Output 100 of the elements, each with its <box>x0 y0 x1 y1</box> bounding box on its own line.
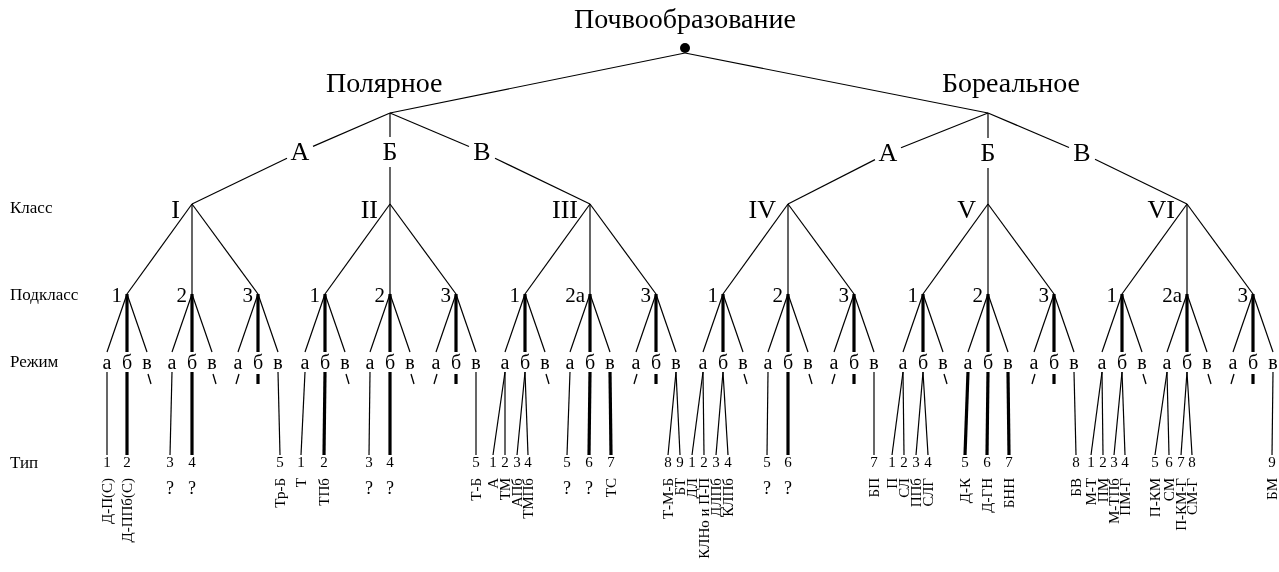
regime-letter: в <box>605 351 615 373</box>
tree-branch-line <box>922 371 929 456</box>
unknown-type-mark: ? <box>385 479 395 497</box>
type-number: 3 <box>165 455 175 470</box>
subclass-label: 2 <box>374 283 385 307</box>
type-number: 8 <box>1187 455 1197 470</box>
regime-letter: в <box>540 351 550 373</box>
regime-letter: в <box>471 351 481 373</box>
subclass-label: 1 <box>707 283 718 307</box>
regime-letter: б <box>717 351 729 373</box>
type-number: 3 <box>1109 455 1119 470</box>
regime-letter: б <box>782 351 794 373</box>
tree-branch-line <box>589 203 657 295</box>
tree-branch-line <box>389 112 391 138</box>
regime-letter: б <box>1116 351 1128 373</box>
soil-type-code: ПМ-Г <box>1119 478 1131 516</box>
regime-letter: в <box>405 351 415 373</box>
row-heading: Класс <box>10 199 53 217</box>
soil-type-code: КЛНо и П-П <box>698 478 710 559</box>
type-number: 1 <box>687 455 697 470</box>
subclass-label: 2 <box>972 283 983 307</box>
subclass-label: 3 <box>1038 283 1049 307</box>
soil-type-code: СЛГ <box>922 478 934 507</box>
soil-type-code: Д-ППб(С) <box>121 478 133 543</box>
tree-branch-line <box>126 203 193 295</box>
regime-letter: а <box>300 351 310 373</box>
tree-branch-line <box>454 294 458 352</box>
unknown-type-mark: ? <box>584 479 594 497</box>
tree-branch-line <box>1121 203 1188 295</box>
tree-branch-line <box>587 371 592 456</box>
tree-branch-line <box>654 294 658 352</box>
type-number: 2 <box>699 455 709 470</box>
tree-branch-line <box>389 203 457 295</box>
tree-branch-line <box>987 112 1070 149</box>
soil-type-code: Т-М-Б <box>662 478 674 520</box>
subclass-label: 3 <box>242 283 253 307</box>
soil-type-code: ПМ <box>1097 478 1109 503</box>
subclass-label: 1 <box>907 283 918 307</box>
tree-branch-line <box>324 203 391 295</box>
type-number: 3 <box>711 455 721 470</box>
type-number: 4 <box>187 455 197 470</box>
tree-branch-line <box>987 293 1009 353</box>
tree-branch-line <box>1186 371 1193 456</box>
regime-letter: б <box>384 351 396 373</box>
regime-letter: б <box>1247 351 1259 373</box>
regime-letter: а <box>365 351 375 373</box>
unknown-type-mark: ? <box>187 479 197 497</box>
tree-branch-line <box>256 294 260 352</box>
tree-branch-line <box>589 293 611 353</box>
unknown-type-mark: ? <box>562 479 572 497</box>
tree-branch-line <box>566 371 571 456</box>
tree-branch-line <box>125 372 129 455</box>
regime-letter: а <box>102 351 112 373</box>
row-heading: Режим <box>10 353 59 371</box>
tree-branch-line <box>852 294 856 352</box>
tree-branch-line <box>277 371 281 456</box>
group-letter: В <box>1073 138 1091 167</box>
regime-letter: б <box>186 351 198 373</box>
tree-branch-line <box>368 371 371 456</box>
tree-branch-line <box>655 293 677 353</box>
soil-type-code: БВ <box>1070 478 1082 497</box>
row-heading: Подкласс <box>10 286 79 304</box>
subclass-label: 3 <box>1237 283 1248 307</box>
tree-branch-line <box>588 294 592 352</box>
tree-branch-line <box>322 371 327 456</box>
tree-branch-line <box>1251 294 1255 352</box>
root-label: Почвообразование <box>574 3 796 34</box>
type-number: 1 <box>887 455 897 470</box>
type-number: 5 <box>762 455 772 470</box>
tree-branch-line <box>987 203 989 295</box>
regime-letter: а <box>898 351 908 373</box>
type-number: 8 <box>1071 455 1081 470</box>
soil-type-code: ДЛ <box>686 478 698 499</box>
class-numeral: I <box>171 195 180 224</box>
row-heading: Тип <box>10 454 39 472</box>
regime-letter: б <box>252 351 264 373</box>
type-number: 9 <box>1267 455 1277 470</box>
group-letter: А <box>290 137 310 166</box>
tree-branch-line <box>1186 203 1188 295</box>
tree-branch-line <box>1006 371 1011 456</box>
tree-branch-line <box>191 203 193 295</box>
tree-branch-line <box>323 294 327 352</box>
tree-branch-line <box>389 52 686 114</box>
regime-letter: а <box>829 351 839 373</box>
tree-branch-line <box>922 203 989 295</box>
tree-branch-line <box>191 203 259 295</box>
tree-branch-line <box>1186 293 1208 353</box>
tree-branch-line <box>985 371 990 456</box>
type-number: 4 <box>1120 455 1130 470</box>
tree-branch-line <box>257 293 279 353</box>
subclass-label: 1 <box>111 283 122 307</box>
tree-branch-line <box>873 371 875 456</box>
soil-type-code: ТПб <box>318 478 330 506</box>
type-number: 3 <box>364 455 374 470</box>
type-number: 1 <box>296 455 306 470</box>
regime-letter: а <box>1228 351 1238 373</box>
regime-letter: в <box>1202 351 1212 373</box>
soil-type-code: БП <box>868 478 880 498</box>
type-number: 4 <box>385 455 395 470</box>
type-number: 5 <box>1150 455 1160 470</box>
